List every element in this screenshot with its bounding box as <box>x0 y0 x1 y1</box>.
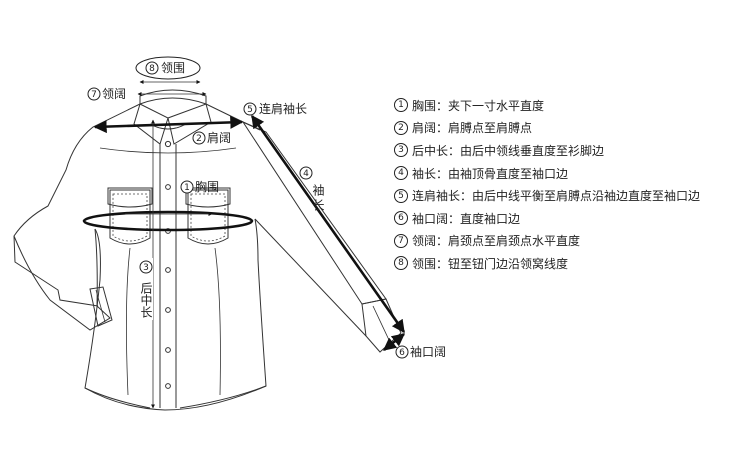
left-pocket-stitch <box>112 193 148 242</box>
legend-number-icon: 8 <box>394 256 408 271</box>
legend-text: 胸围：夹下一寸水平直度 <box>412 98 545 113</box>
back-length-label-bg <box>138 258 153 320</box>
back-length-label: 后中长 <box>139 282 153 318</box>
legend-number-icon: 2 <box>394 120 408 135</box>
legend-item: 6 袖口阔：直度袖口边 <box>394 207 728 230</box>
button <box>165 307 171 313</box>
button <box>165 383 171 389</box>
legend-item: 2 肩阔：肩膊点至肩膊点 <box>394 117 728 140</box>
right-side-seam <box>179 218 267 409</box>
right-sleeve-lower <box>254 218 367 337</box>
left-shoulder-line <box>13 103 141 307</box>
legend-number-icon: 5 <box>394 188 408 203</box>
legend-number-icon: 7 <box>394 233 408 248</box>
number-4-text: 4 <box>303 169 309 179</box>
right-pocket-flap <box>185 187 231 208</box>
sleeve-label: 袖长 <box>311 183 325 214</box>
left-dart <box>126 247 131 396</box>
measurement-lines <box>82 80 406 409</box>
collar-label: 领围 <box>161 61 185 75</box>
legend-item: 5 连肩袖长：由后中线平衡至肩膊点沿袖边直度至袖口边 <box>394 184 728 207</box>
left-pocket <box>109 189 151 245</box>
number-6-text: 6 <box>399 348 405 358</box>
number-1-icon <box>180 180 194 194</box>
legend-number-icon: 3 <box>394 143 408 158</box>
right-pocket <box>187 189 229 245</box>
legend-item: 7 领阔：肩颈点至肩颈点水平直度 <box>394 230 728 253</box>
hem <box>84 385 267 411</box>
legend-number-icon: 6 <box>394 211 408 226</box>
collar-width-label: 领阔 <box>102 87 126 101</box>
chest-measure <box>82 210 254 232</box>
number-8-icon <box>145 61 159 75</box>
number-2-text: 2 <box>196 134 202 144</box>
legend-text: 后中长：由后中领线垂直度至衫脚边 <box>412 143 605 158</box>
left-pocket-flap <box>107 187 153 208</box>
yoke-line <box>99 147 237 154</box>
shoulder-label: 肩阔 <box>207 130 231 145</box>
number-1-text: 1 <box>184 183 190 193</box>
legend-item: 3 后中长：由后中领线垂直度至衫脚边 <box>394 139 728 162</box>
cuff-label: 袖口阔 <box>410 344 446 359</box>
legend-item: 1 胸围：夹下一寸水平直度 <box>394 94 728 117</box>
collar-button <box>164 140 172 148</box>
legend-number-icon: 1 <box>394 98 408 113</box>
cuff-measure <box>382 332 406 352</box>
measurement-legend: 1 胸围：夹下一寸水平直度 2 肩阔：肩膊点至肩膊点 3 后中长：由后中领线垂直… <box>394 94 728 275</box>
callout-cuff: 6 袖口阔 <box>395 344 446 359</box>
shoulder-measure <box>93 115 244 134</box>
number-4-icon <box>299 166 313 180</box>
callout-sleeve: 4 袖长 <box>299 166 325 214</box>
right-cuff-fold <box>372 305 390 341</box>
number-8-text: 8 <box>149 64 155 74</box>
number-7-text: 7 <box>91 90 97 100</box>
chest-label: 胸围 <box>195 179 219 194</box>
shoulder-sleeve-label: 连肩袖长 <box>259 101 307 116</box>
left-cuff <box>89 286 113 327</box>
number-5-icon <box>243 102 257 116</box>
legend-text: 连肩袖长：由后中线平衡至肩膊点沿袖边直度至袖口边 <box>412 189 701 204</box>
legend-text: 袖口阔：直度袖口边 <box>412 211 521 226</box>
left-sleeve <box>13 228 111 331</box>
legend-item: 8 领围：钮至钮门边沿领窝线度 <box>394 252 728 275</box>
callout-shoulder: 2 肩阔 <box>192 130 231 145</box>
buttons <box>164 140 172 389</box>
left-side-seam <box>84 228 151 409</box>
number-3-text: 3 <box>143 263 149 273</box>
sleeve-length-measure <box>250 114 406 334</box>
number-3-icon <box>139 260 153 274</box>
button <box>165 267 171 273</box>
legend-item: 4 袖长：由袖顶骨直度至袖口边 <box>394 162 728 185</box>
number-2-icon <box>192 131 206 145</box>
number-7-icon <box>87 87 101 101</box>
callout-collar: 8 领围 <box>135 56 201 80</box>
callout-shoulder-sleeve: 5 连肩袖长 <box>243 101 307 116</box>
callout-chest: 1 胸围 <box>180 179 219 194</box>
number-6-icon <box>395 345 409 359</box>
legend-number-icon: 4 <box>394 166 408 181</box>
collar-back <box>139 89 207 105</box>
legend-text: 领围：钮至钮门边沿领窝线度 <box>412 256 569 271</box>
button <box>165 347 171 353</box>
callout-collar-width: 7 领阔 <box>87 87 126 101</box>
right-pocket-stitch <box>190 193 226 242</box>
right-cuff <box>361 298 402 353</box>
button <box>165 184 171 190</box>
right-dart <box>214 247 221 396</box>
legend-text: 肩阔：肩膊点至肩膊点 <box>412 121 533 136</box>
callout-back-length: 3 后中长 <box>138 258 153 320</box>
legend-text: 袖长：由袖顶骨直度至袖口边 <box>412 166 569 181</box>
legend-text: 领阔：肩颈点至肩颈点水平直度 <box>412 234 581 249</box>
number-5-text: 5 <box>247 105 253 115</box>
left-cuff-fold <box>95 289 106 323</box>
